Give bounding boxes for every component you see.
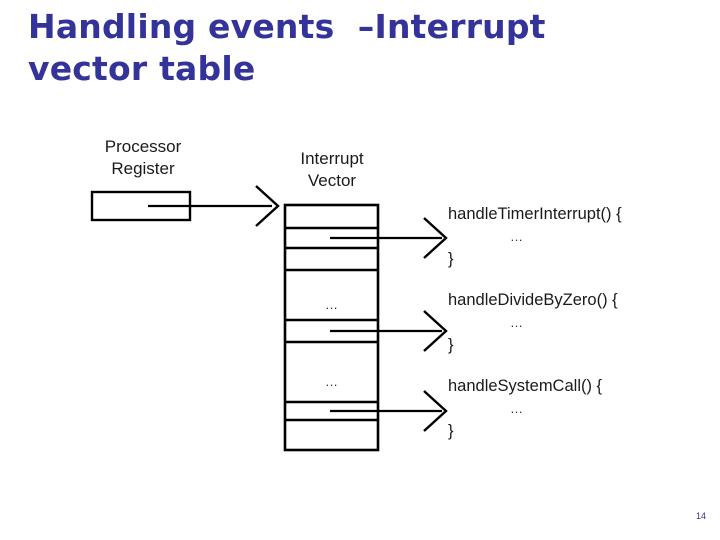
arrow-vector-to-handler-0: [330, 217, 448, 259]
handler-close-brace: }: [448, 336, 454, 354]
interrupt-vector-diagram: Processor Register Interrupt Vector … … …: [0, 110, 720, 480]
interrupt-vector-label: Interrupt Vector: [300, 149, 364, 190]
handler-code-block: handleDivideByZero() { … }: [448, 290, 698, 356]
arrow-vector-to-handler-1: [330, 310, 448, 352]
handler-code-block: handleTimerInterrupt() { … }: [448, 204, 698, 270]
handler-signature: handleSystemCall() {: [448, 377, 603, 395]
handler-body: …: [510, 401, 523, 416]
diagram-vector-graphics: [90, 185, 448, 452]
handler-signature: handleDivideByZero() {: [448, 291, 618, 309]
handler-code-block: handleSystemCall() { … }: [448, 376, 698, 442]
arrow-vector-to-handler-2: [330, 390, 448, 432]
handler-body: …: [510, 229, 523, 244]
interrupt-vector-table: [283, 203, 380, 452]
processor-register-label: Processor Register: [104, 137, 182, 178]
vector-cell-ellipsis: …: [325, 374, 338, 389]
handler-close-brace: }: [448, 422, 454, 440]
page-title: Handling events –Interrupt vector table: [28, 7, 546, 88]
handler-close-brace: }: [448, 250, 454, 268]
handler-signature: handleTimerInterrupt() {: [448, 205, 622, 223]
arrow-register-to-vector: [148, 185, 280, 227]
handler-body: …: [510, 315, 523, 330]
vector-cell-ellipsis: …: [325, 297, 338, 312]
page-number: 14: [695, 511, 706, 521]
